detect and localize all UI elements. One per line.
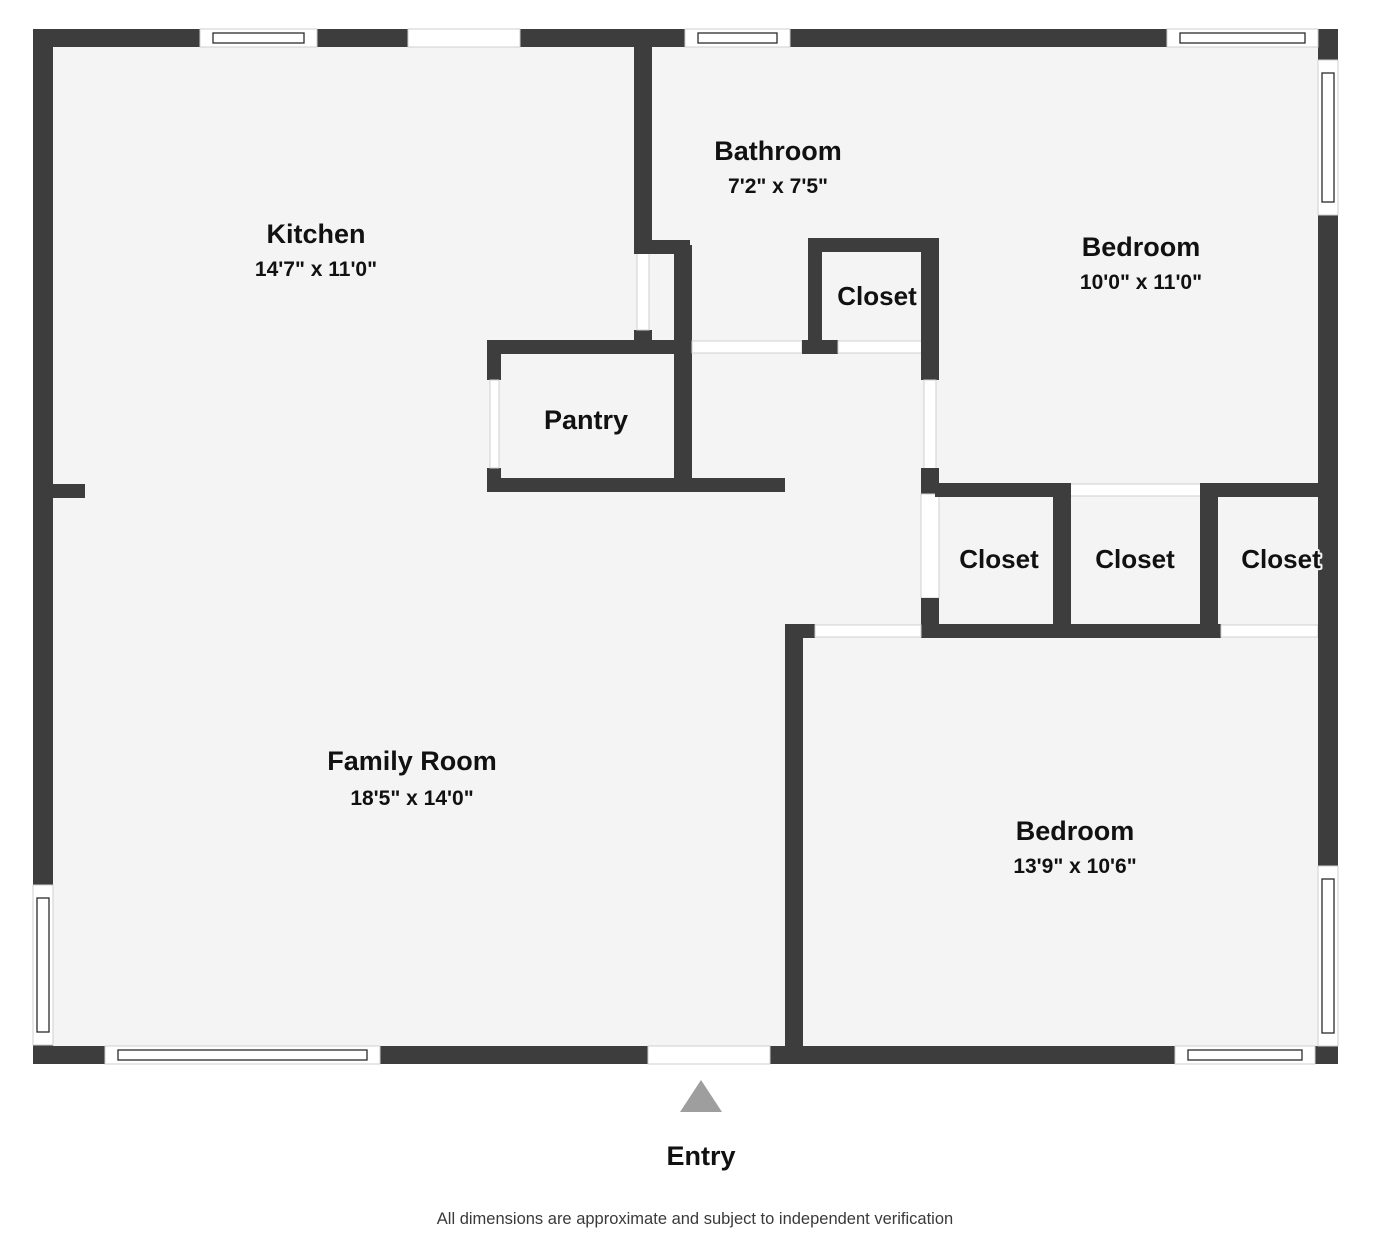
opening-kitchen-top (407, 28, 521, 48)
closet-label-right: Closet (1241, 544, 1321, 574)
window-bedroom1-right (1317, 59, 1339, 216)
disclaimer-text: All dimensions are approximate and subje… (437, 1210, 953, 1228)
wall-right-a (1318, 29, 1338, 60)
room-dim-bedroom-2: 13'9" x 10'6" (1013, 855, 1136, 878)
room-label-family-room: Family Room (327, 746, 497, 776)
wall-pantry-top (487, 340, 690, 354)
entry-label: Entry (666, 1141, 735, 1171)
closet-label-middle: Closet (1095, 544, 1175, 574)
wall-closetrow-top-b (1210, 483, 1338, 497)
wall-closetrow-top-a (935, 483, 1065, 497)
wall-closet-bath-top (808, 238, 935, 252)
room-dim-family-room: 18'5" x 14'0" (350, 787, 473, 810)
wall-left-upper (33, 29, 53, 885)
room-label-pantry: Pantry (544, 405, 628, 435)
wall-kitchen-bath-upper (634, 29, 652, 245)
wall-top-a (33, 29, 200, 47)
opening-bedroom2-top-door (814, 624, 922, 638)
window-bedroom1-top (1166, 28, 1319, 48)
wall-bedroom1-left-d (921, 598, 939, 628)
wall-bottom-d (1315, 1046, 1338, 1064)
window-familyroom-left (32, 884, 54, 1046)
room-dim-bathroom: 7'2" x 7'5" (728, 175, 828, 198)
wall-top-c (520, 29, 685, 47)
opening-closet-left-door (920, 493, 940, 599)
wall-closetrow-bottom-stub (921, 624, 1021, 638)
window-familyroom-bottom (104, 1045, 381, 1065)
wall-closet-bath-left (808, 238, 822, 348)
exterior-walls (33, 29, 1338, 1064)
window-bedroom2-bottom (1174, 1045, 1316, 1065)
windows (32, 28, 1339, 1065)
opening-entry-door (647, 1045, 771, 1065)
wall-closet-div-2 (1200, 483, 1218, 638)
closet-label-left: Closet (959, 544, 1039, 574)
window-bathroom-top (684, 28, 791, 48)
opening-bedroom1-door (923, 379, 937, 483)
interior-walls (43, 29, 1338, 1064)
entry-arrow-icon (680, 1080, 722, 1112)
wall-right-b (1318, 215, 1338, 866)
closet-labels: Closet Closet Closet Closet (835, 279, 1323, 576)
wall-closetrow-bottom-c (1318, 624, 1338, 638)
room-label-bathroom: Bathroom (714, 136, 842, 166)
wall-bedroom1-left-b (921, 354, 939, 380)
closet-label-bath: Closet (837, 281, 917, 311)
floor-areas (33, 29, 1338, 1064)
wall-hall-corner (674, 340, 692, 354)
floor-fill-overall (33, 29, 1338, 1064)
room-dim-kitchen: 14'7" x 11'0" (255, 258, 377, 281)
room-label-bedroom-1: Bedroom (1082, 232, 1201, 262)
opening-kitchen-hall (636, 244, 650, 331)
wall-bottom-a (33, 1046, 105, 1064)
wall-bedroom2-left (785, 624, 803, 1064)
wall-pantry-right (674, 352, 692, 492)
opening-closet-right-bottom (1220, 624, 1319, 638)
window-kitchen-top (199, 28, 318, 48)
wall-top-b (317, 29, 408, 47)
opening-bathroom-door (691, 340, 803, 354)
opening-closet-bath-door (837, 340, 936, 354)
room-label-bedroom-2: Bedroom (1016, 816, 1135, 846)
room-label-kitchen: Kitchen (266, 219, 365, 249)
opening-closet-middle-top (1064, 483, 1211, 497)
wall-stub-left (43, 484, 85, 498)
wall-closetrow-bottom-b (1021, 624, 1221, 638)
wall-pantry-bottom (487, 478, 785, 492)
room-labels: Kitchen 14'7" x 11'0" Bathroom 7'2" x 7'… (253, 134, 1204, 880)
wall-bedroom1-left-a (921, 238, 939, 354)
wall-closet-div-1 (1053, 483, 1071, 638)
wall-pantry-left-a (487, 340, 501, 380)
opening-pantry-door (489, 379, 500, 469)
wall-top-d (790, 29, 1167, 47)
window-bedroom2-right (1317, 865, 1339, 1047)
wall-bottom-b (380, 1046, 648, 1064)
wall-bottom-c (770, 1046, 1175, 1064)
wall-hall-vertical-upper (674, 245, 692, 352)
wall-bedroom1-left-c (921, 468, 939, 494)
room-dim-bedroom-1: 10'0" x 11'0" (1080, 271, 1202, 294)
